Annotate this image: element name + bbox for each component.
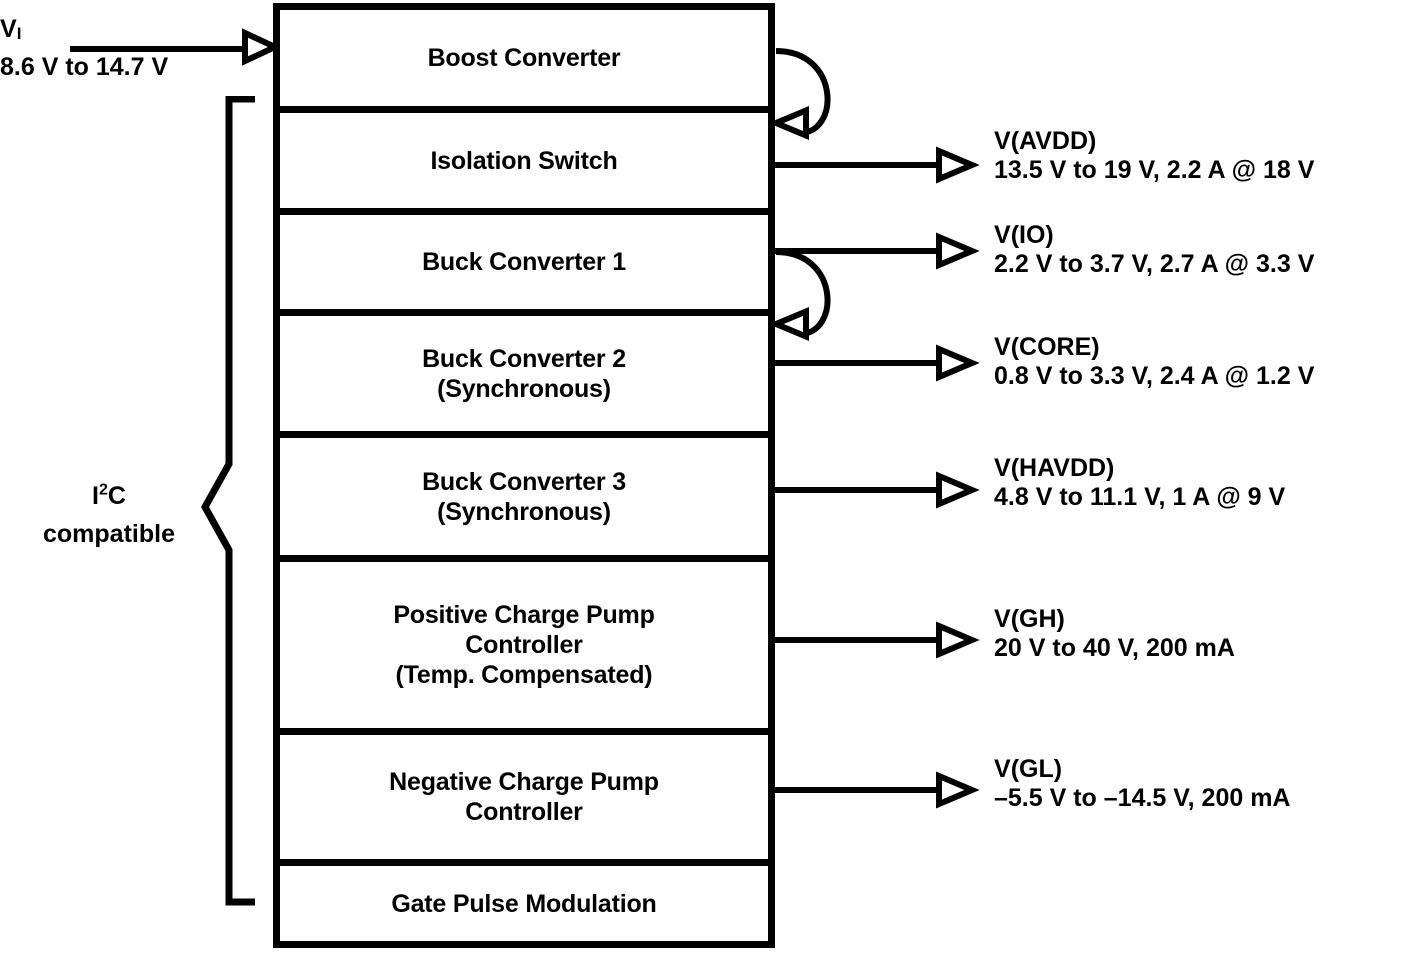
i2c-compatible-label: compatible [43,520,175,548]
output-name-base: V [994,605,1011,633]
input-label-vi: VI [0,14,22,47]
output-name-base: V [994,454,1011,482]
output-label-avdd: V(AVDD) 13.5 V to 19 V, 2.2 A @ 18 V [994,128,1314,185]
i2c-label-superscript: 2 [98,481,108,499]
block-divider [280,431,768,438]
feedback-loop-boost-to-isolation-icon [768,42,880,152]
block-label-line: Buck Converter 3 [422,467,626,496]
block-buck-converter-2: Buck Converter 2 (Synchronous) [280,316,768,431]
block-divider [280,309,768,316]
i2c-bus-label: I2C [34,481,184,511]
block-buck-converter-3: Buck Converter 3 (Synchronous) [280,438,768,555]
output-name-subscript: (AVDD) [1010,127,1097,155]
block-divider [280,859,768,866]
block-label-line: Negative Charge Pump [389,768,659,796]
i2c-bracket-icon [196,95,266,915]
output-name-base: V [994,221,1011,249]
input-name-base: V [0,15,17,43]
output-name-base: V [994,127,1011,155]
block-divider [280,208,768,215]
i2c-label-base: I [92,482,99,510]
output-spec: 20 V to 40 V, 200 mA [994,634,1235,662]
block-label-line: Gate Pulse Modulation [391,889,657,918]
output-label-havdd: V(HAVDD) 4.8 V to 11.1 V, 1 A @ 9 V [994,455,1285,512]
output-line-avdd [772,162,941,168]
output-line-io [772,248,941,254]
feedback-loop-buck1-to-buck2-icon [768,243,880,353]
output-name-subscript: (CORE) [1010,333,1100,361]
output-name-subscript: (IO) [1010,221,1054,249]
block-label-line: Controller [465,631,583,659]
block-label-line: Isolation Switch [430,146,618,175]
block-label-line: Boost Converter [427,44,621,72]
input-name-subscript: I [16,24,22,43]
block-label-line: Buck Converter 2 [422,344,626,373]
output-name-subscript: (GH) [1010,605,1065,633]
block-divider [280,106,768,113]
output-name-base: V [994,755,1011,783]
block-boost-converter: Boost Converter [280,10,768,106]
input-spec-label: 8.6 V to 14.7 V [0,53,169,81]
output-name-subscript: (HAVDD) [1010,454,1115,482]
block-negative-charge-pump-controller: Negative Charge Pump Controller [280,735,768,859]
output-spec: –5.5 V to –14.5 V, 200 mA [994,784,1291,812]
output-label-io: V(IO) 2.2 V to 3.7 V, 2.7 A @ 3.3 V [994,222,1314,279]
block-gate-pulse-modulation: Gate Pulse Modulation [280,866,768,941]
block-label-line: Controller [465,798,583,826]
block-positive-charge-pump-controller: Positive Charge Pump Controller (Temp. C… [280,562,768,728]
output-label-gl: V(GL) –5.5 V to –14.5 V, 200 mA [994,756,1290,813]
output-spec: 0.8 V to 3.3 V, 2.4 A @ 1.2 V [994,362,1315,390]
i2c-label-tail: C [107,482,126,510]
output-label-gh: V(GH) 20 V to 40 V, 200 mA [994,606,1235,663]
block-divider [280,555,768,562]
output-spec: 2.2 V to 3.7 V, 2.7 A @ 3.3 V [994,250,1315,278]
output-label-core: V(CORE) 0.8 V to 3.3 V, 2.4 A @ 1.2 V [994,334,1314,391]
block-label-line: (Synchronous) [437,374,611,403]
output-name-base: V [994,333,1011,361]
output-line-havdd [772,487,941,493]
output-spec: 4.8 V to 11.1 V, 1 A @ 9 V [994,483,1286,511]
output-line-gh [772,637,941,643]
pmic-chip-outline: Boost Converter Isolation Switch Buck Co… [273,3,775,948]
block-label-line: Buck Converter 1 [422,248,626,276]
block-label-line: (Synchronous) [437,497,611,526]
block-label-line: Positive Charge Pump [393,601,655,629]
block-label-line: (Temp. Compensated) [395,661,653,689]
input-arrow-line [70,46,245,52]
block-isolation-switch: Isolation Switch [280,113,768,208]
output-name-subscript: (GL) [1010,755,1063,783]
output-line-gl [772,787,941,793]
block-buck-converter-1: Buck Converter 1 [280,215,768,309]
output-line-core [772,360,941,366]
output-spec: 13.5 V to 19 V, 2.2 A @ 18 V [994,156,1315,184]
block-divider [280,728,768,735]
